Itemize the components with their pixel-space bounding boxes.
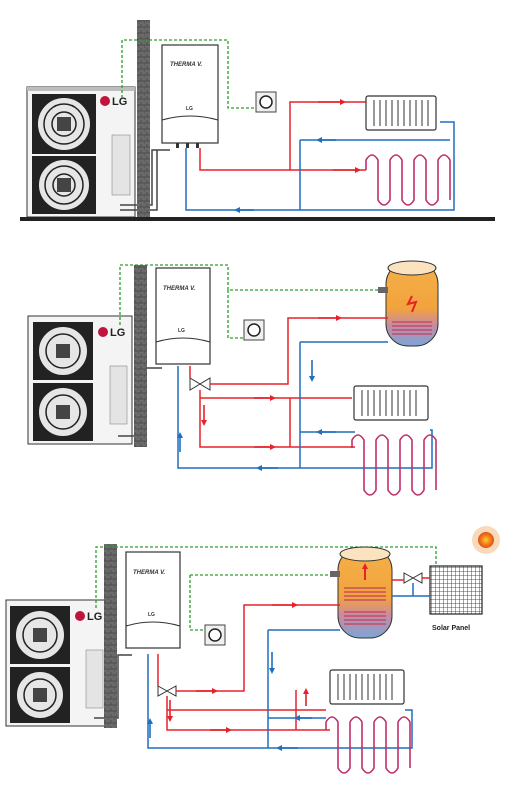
fan-icon (33, 322, 93, 380)
svg-text:LG: LG (178, 328, 185, 334)
outdoor-unit-icon: LG (5, 599, 109, 727)
floor-heating-coil-icon (365, 154, 451, 206)
hot-supply-pipes (189, 317, 388, 448)
therma-v-logo: THERMA V. (170, 62, 203, 68)
svg-text:THERMA V.: THERMA V. (133, 570, 166, 576)
fan-icon (32, 156, 96, 214)
hot-supply-pipes (199, 101, 366, 171)
hot-water-tank-icon (330, 546, 393, 639)
radiator-icon (329, 669, 405, 705)
fan-icon (10, 667, 70, 723)
three-way-valve-icon (189, 377, 211, 391)
svg-text:THERMA V.: THERMA V. (163, 286, 196, 292)
outdoor-unit-icon: LG (27, 315, 133, 445)
indoor-unit-icon: THERMA V. LG (161, 44, 219, 148)
hot-water-tank-icon (378, 260, 439, 347)
svg-text:LG: LG (110, 327, 125, 339)
svg-text:LG: LG (87, 611, 102, 623)
outdoor-unit-icon: LG (26, 86, 136, 218)
scene-heating-hot-water-and-solar: LG THERMA V. LG (5, 526, 500, 774)
floor-heating-coil-icon (325, 716, 411, 774)
thermostat-icon (255, 91, 277, 113)
sun-icon (472, 526, 500, 554)
floor-heating-coil-icon (351, 434, 437, 496)
svg-text:LG: LG (148, 612, 155, 618)
wall (137, 20, 150, 218)
flow-arrow-icon (177, 315, 342, 471)
ground-line (20, 217, 495, 221)
thermostat-icon (204, 624, 226, 646)
lg-logo: LG (112, 96, 127, 108)
fan-icon (33, 383, 93, 441)
thermostat-icon (243, 319, 265, 341)
svg-text:LG: LG (186, 106, 193, 112)
solar-panel-icon (429, 565, 483, 615)
three-way-valve-icon (403, 572, 423, 584)
three-way-valve-icon (157, 685, 177, 697)
radiator-icon (365, 95, 437, 131)
wall (134, 265, 147, 447)
indoor-unit-icon: THERMA V. LG (125, 551, 181, 649)
wall (104, 544, 117, 728)
flow-arrow-icon (147, 602, 312, 751)
fan-icon (10, 606, 70, 664)
radiator-icon (353, 385, 429, 421)
scene-heating-only: LG THERMA V. LG (20, 20, 495, 221)
solar-panel-label: Solar Panel (432, 625, 470, 632)
scene-heating-and-hot-water: LG THERMA V. LG (27, 260, 439, 496)
fan-icon (32, 94, 96, 154)
flow-arrow-icon (234, 99, 361, 213)
indoor-unit-icon: THERMA V. LG (155, 267, 211, 365)
